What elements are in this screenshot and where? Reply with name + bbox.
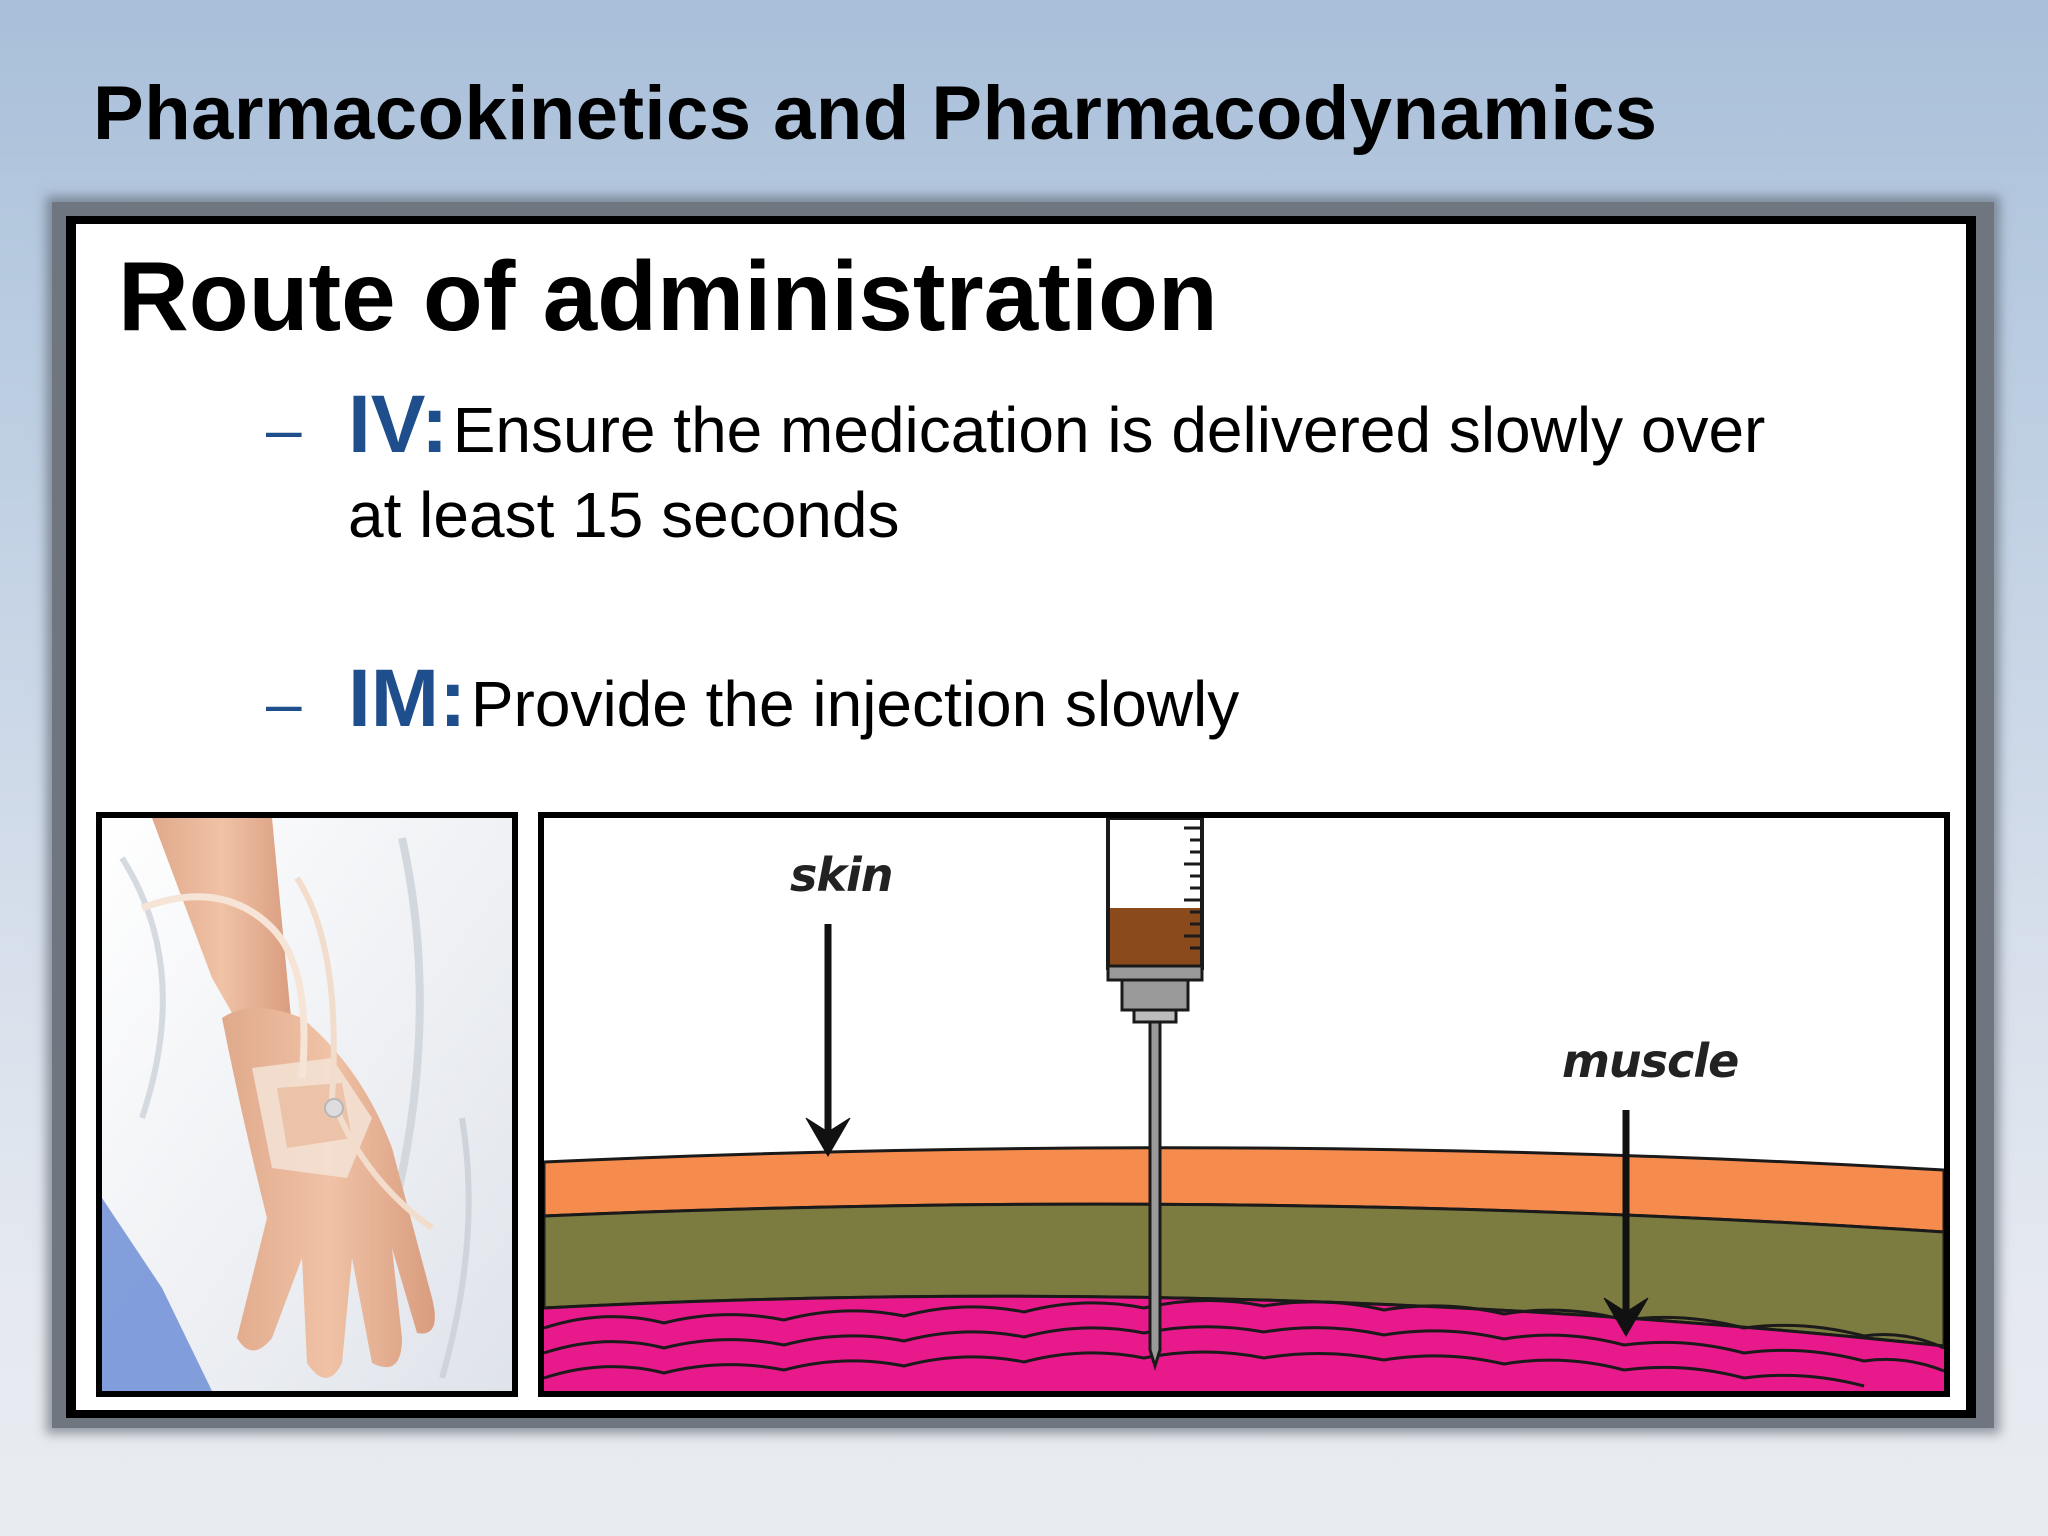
bullet-marker-im: –	[266, 667, 302, 739]
bullet-im-text: Provide the injection slowly	[470, 668, 1240, 740]
bullet-iv-text: Ensure the medication is delivered slowl…	[452, 394, 1766, 466]
muscle-arrow	[1603, 1110, 1649, 1337]
bullet-iv-line1: IV: Ensure the medication is delivered s…	[348, 378, 1765, 472]
bullet-iv-key: IV:	[348, 379, 449, 470]
bullet-im-key: IM:	[348, 653, 467, 744]
label-muscle: muscle	[1562, 1034, 1739, 1088]
bullet-im-line: IM: Provide the injection slowly	[348, 652, 1239, 746]
bullet-iv-line2: at least 15 seconds	[348, 479, 900, 551]
section-heading: Route of administration	[118, 241, 1218, 351]
skin-arrow	[805, 924, 851, 1157]
im-injection-diagram: skin muscle	[538, 812, 1950, 1397]
bullet-marker-iv: –	[266, 393, 302, 465]
iv-hand-illustration	[102, 818, 512, 1391]
muscle-layer	[544, 1294, 1944, 1391]
label-skin: skin	[790, 848, 893, 902]
iv-hand-photo	[96, 812, 518, 1397]
syringe	[1106, 818, 1204, 1372]
slide-title: Pharmacokinetics and Pharmacodynamics	[93, 71, 1658, 156]
injection-layers-svg	[544, 818, 1944, 1391]
